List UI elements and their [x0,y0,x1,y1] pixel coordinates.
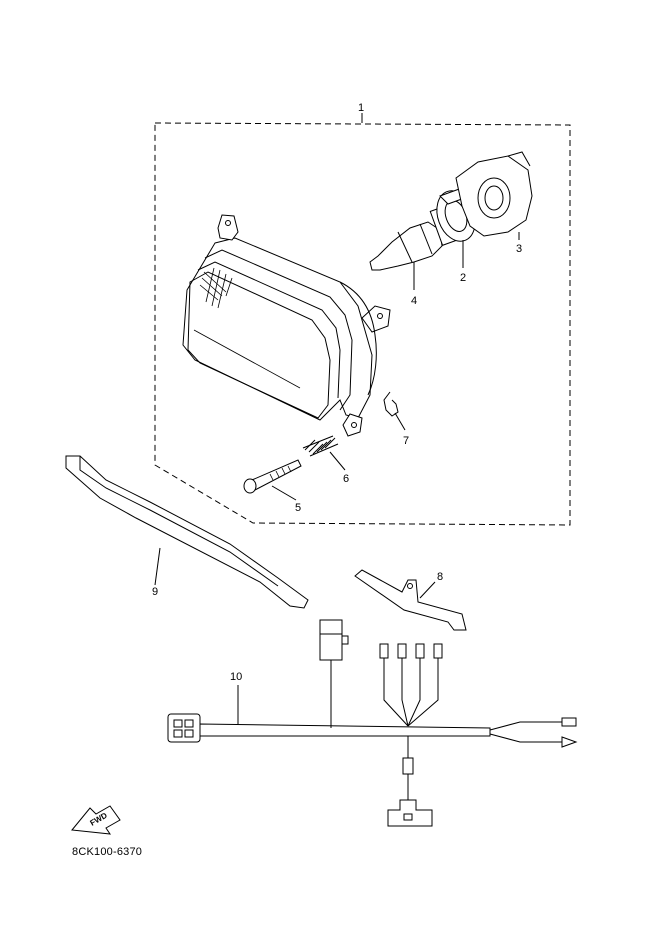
part-label-4: 4 [411,295,417,307]
part-label-7: 7 [403,435,409,447]
part-label-6: 6 [343,473,349,485]
bracket-bar-part [65,455,309,609]
headlight-assembly-boundary [154,113,571,526]
part-label-10: 10 [230,671,242,683]
spring-part [302,435,346,471]
part-label-3: 3 [516,243,522,255]
part-label-8: 8 [437,571,443,583]
spring-clip-part [383,391,406,431]
stay-part [354,569,467,631]
part-label-9: 9 [152,586,158,598]
headlight-unit [182,214,391,437]
fwd-arrow-icon: FWD [71,805,121,835]
wire-harness-part [167,619,578,827]
part-label-1: 1 [358,102,364,114]
screw-part [243,459,302,501]
diagram-code: 8CK100-6370 [72,846,143,858]
part-label-5: 5 [295,502,301,514]
part-label-2: 2 [460,272,466,284]
rubber-cover-part [455,151,533,240]
